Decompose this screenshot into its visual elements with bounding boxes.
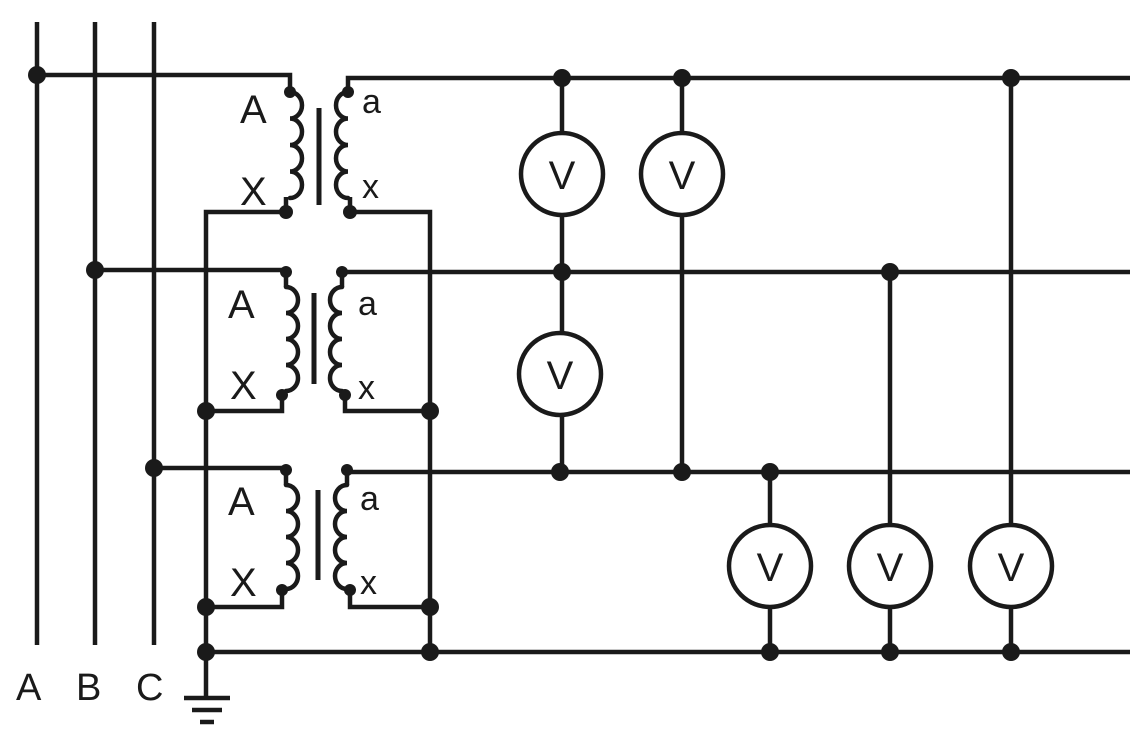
secondary-x1: [347, 197, 433, 652]
voltmeter-3: V: [516, 330, 604, 418]
transformer-1-primary-coil: [287, 89, 305, 201]
transformer-2-secondary-end-label: x: [358, 369, 375, 407]
ground-icon: [184, 652, 230, 725]
voltmeter-4: V: [726, 522, 814, 610]
voltmeter-1: V: [518, 130, 606, 218]
transformer-3-secondary-coil: [332, 482, 350, 592]
transformer-1-secondary-end-label: x: [362, 168, 379, 206]
transformer-2-secondary-start-label: a: [358, 285, 377, 323]
transformer-3-primary-coil: [283, 482, 301, 592]
transformer-2-primary-coil: [283, 284, 301, 394]
junction-dots: [28, 66, 1020, 661]
transformer-1-primary-end-label: X: [240, 170, 267, 214]
voltmeter-2: V: [638, 130, 726, 218]
primary-buses: [34, 22, 157, 645]
bus-a-label: A: [16, 667, 42, 709]
tap-c: [154, 465, 289, 485]
voltmeter-1-symbol: V: [549, 154, 576, 198]
voltmeter-4-symbol: V: [757, 546, 784, 590]
bus-labels: A B C: [16, 667, 163, 709]
transformer-2: A X a x: [228, 266, 377, 408]
voltmeter-3-symbol: V: [547, 354, 574, 398]
tap-b: [95, 267, 289, 287]
transformer-2-primary-start-label: A: [228, 283, 255, 327]
neutral-x1: [203, 197, 289, 652]
transformer-2-secondary-coil: [327, 284, 345, 394]
voltmeter-5: V: [846, 522, 934, 610]
voltmeter-2-symbol: V: [669, 154, 696, 198]
transformer-2-primary-end-label: X: [230, 364, 257, 408]
transformer-1-secondary-start-label: a: [362, 83, 381, 121]
voltmeters: V V V V V V: [516, 130, 1055, 610]
transformer-3: A X a x: [228, 464, 379, 605]
primary-taps: [37, 72, 293, 485]
transformer-1: A X a x: [240, 83, 381, 219]
transformer-1-primary-start-label: A: [240, 88, 267, 132]
transformer-3-secondary-start-label: a: [360, 480, 379, 518]
transformer-3-primary-start-label: A: [228, 480, 255, 524]
transformer-3-secondary-end-label: x: [360, 564, 377, 602]
voltmeter-6: V: [967, 522, 1055, 610]
voltmeter-5-symbol: V: [877, 546, 904, 590]
voltmeter-6-symbol: V: [998, 546, 1025, 590]
bus-b-label: B: [76, 667, 101, 709]
bus-c-label: C: [136, 667, 163, 709]
transformer-3-primary-end-label: X: [230, 561, 257, 605]
transformer-1-secondary-coil: [333, 89, 351, 201]
